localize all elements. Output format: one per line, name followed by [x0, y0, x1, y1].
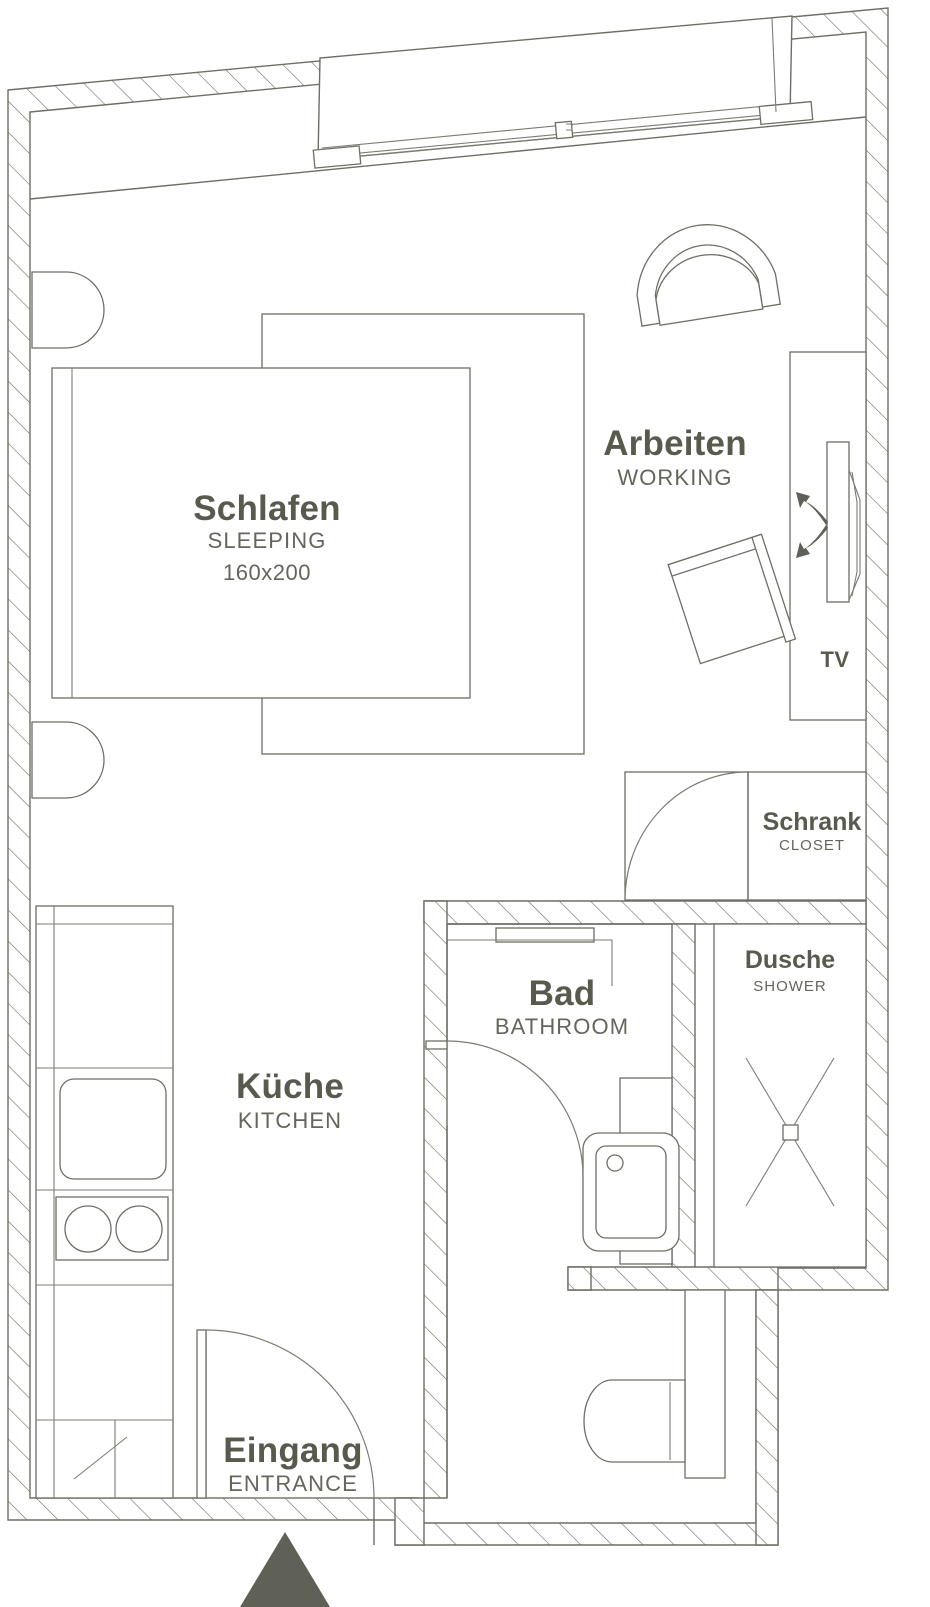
window-reveal-right	[771, 17, 777, 113]
toilet-bowl	[583, 1379, 686, 1463]
label-closet-en: CLOSET	[779, 837, 845, 854]
closet-door-swing-arc	[624, 771, 749, 901]
label-closet-de: Schrank	[763, 808, 862, 836]
label-entrance-en: ENTRANCE	[228, 1471, 358, 1496]
entrance-door-leaf-rect	[196, 1329, 207, 1499]
window-jamb-left	[312, 145, 362, 169]
wc-alcove-right-wall	[755, 1289, 779, 1546]
bathroom-niche-outline	[447, 939, 613, 986]
label-tv: TV	[820, 647, 849, 672]
washbasin-inner	[595, 1145, 667, 1239]
label-kitchen-de: Küche	[236, 1067, 344, 1106]
burner-left-icon	[64, 1205, 112, 1253]
window-frame-outer-line	[317, 115, 791, 161]
washbasin-drain-icon	[606, 1154, 624, 1172]
shower-drain-center-icon	[782, 1124, 799, 1141]
window-jamb-right	[758, 100, 814, 126]
appliance-diagonal-mark	[73, 1436, 128, 1480]
entrance-door-swing-arc	[205, 1329, 375, 1499]
room-labels: Schlafen SLEEPING 160x200 Arbeiten WORKI…	[193, 424, 861, 1496]
shower-drain-x-icon	[745, 1057, 835, 1207]
tv-panel	[826, 441, 850, 603]
closet-door-left-leaf	[624, 771, 749, 901]
label-sleeping-dimension: 160x200	[223, 560, 311, 585]
label-bathroom-de: Bad	[529, 974, 596, 1013]
angled-wall-inner-face	[29, 116, 867, 200]
label-working-de: Arbeiten	[603, 424, 747, 463]
label-working-en: WORKING	[617, 465, 732, 490]
bed-mattress	[51, 367, 471, 699]
label-sleeping-en: SLEEPING	[208, 528, 327, 553]
bathroom-door-leaf	[425, 1040, 448, 1050]
bathroom-left-wall	[423, 900, 448, 1499]
bathroom-shelf	[495, 927, 595, 943]
burner-right-icon	[115, 1205, 163, 1253]
nightstand-upper	[31, 271, 105, 349]
bathroom-top-wall	[423, 900, 867, 925]
label-kitchen-en: KITCHEN	[238, 1108, 342, 1133]
tv-swivel-arrow-up-icon	[796, 492, 828, 525]
shower-tray	[713, 923, 867, 1268]
desk-chair	[667, 533, 797, 665]
label-bathroom-en: BATHROOM	[495, 1014, 629, 1039]
label-shower-en: SHOWER	[753, 978, 827, 995]
kitchen-sink	[59, 1078, 167, 1180]
nightstand-lower	[31, 721, 105, 799]
entry-direction-arrow-icon	[240, 1532, 330, 1607]
label-entrance-de: Eingang	[223, 1431, 362, 1470]
toilet-cistern	[684, 1289, 726, 1479]
armchair	[636, 224, 781, 327]
wc-partition-strip	[567, 1266, 592, 1291]
window-handle-notch	[566, 123, 573, 131]
tv-swivel-arrow-down-icon	[796, 525, 828, 558]
tv-screen-edge-2	[851, 471, 858, 597]
label-shower-de: Dusche	[745, 946, 835, 974]
wardrobe-closet	[747, 771, 867, 901]
entrance-partition-wall	[394, 1497, 425, 1546]
bathroom-door-swing-arc	[446, 1040, 584, 1178]
label-sleeping-de: Schlafen	[193, 489, 340, 528]
shower-bottom-wall	[567, 1266, 779, 1291]
